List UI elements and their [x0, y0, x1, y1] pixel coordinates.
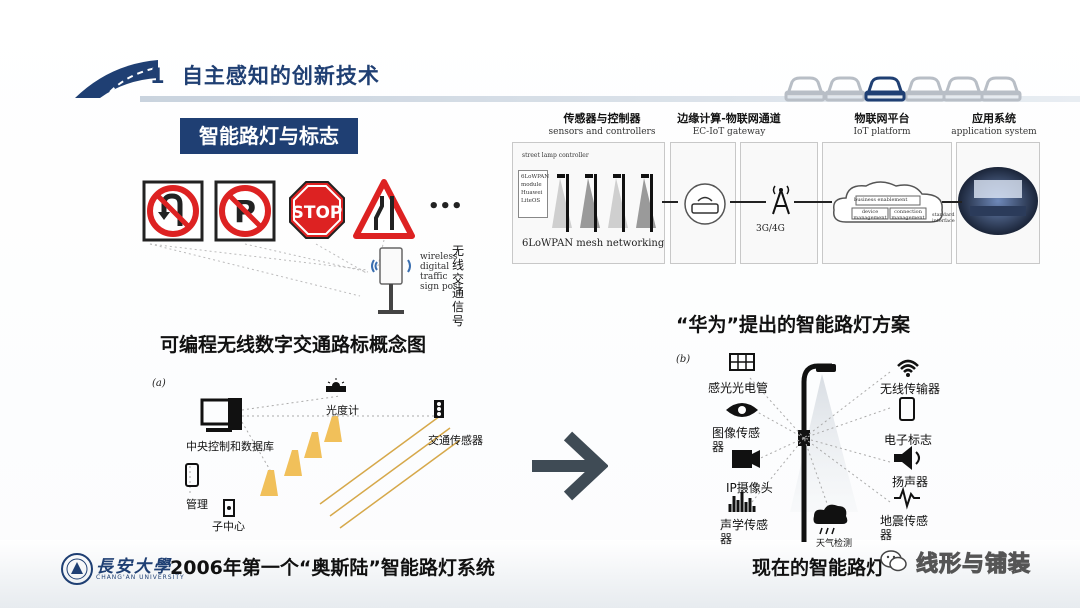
- cloud-connection-label: connection management: [891, 209, 925, 221]
- stop-sign-icon: STOP: [289, 181, 345, 239]
- watermark-text: 线形与铺装: [915, 552, 1032, 578]
- acoustic-sensor-label: 声学传感器: [720, 518, 769, 546]
- ip-camera-label: IP摄像头: [726, 481, 773, 495]
- cloud-device-label: device management: [853, 209, 887, 221]
- column-header-cn: 应用系统: [972, 112, 1016, 125]
- traffic-signs-illustration: P STOP •••: [142, 179, 463, 297]
- no-parking-sign-icon: P: [214, 180, 276, 242]
- weather-cloud-icon: [813, 504, 848, 535]
- photocell-label: 感光光电管: [708, 381, 769, 395]
- mobile-device-icon: [899, 397, 915, 421]
- module-line: module: [521, 182, 542, 188]
- sub-center-icon: [223, 499, 235, 517]
- management-label: 管理: [186, 498, 208, 511]
- section-number: 1: [150, 64, 166, 88]
- weather-detection-label: 天气检测: [816, 539, 853, 549]
- section-title: 1 自主感知的创新技术: [150, 60, 380, 90]
- mesh-networking-label: 6LoWPAN mesh networking: [522, 238, 665, 249]
- street-lamps-icon: [552, 174, 656, 232]
- module-line: 6LoWPAN: [521, 174, 550, 180]
- modern-caption: 现在的智能路灯: [752, 557, 886, 579]
- wifi-icon: [897, 359, 919, 377]
- university-seal-icon: [61, 553, 93, 585]
- panel-a-tag: (a): [152, 378, 166, 389]
- module-line: Huawei: [521, 190, 543, 196]
- electronic-sign-label: 电子标志: [884, 433, 933, 447]
- car-row-icon: [784, 76, 1022, 102]
- computer-icon: [200, 398, 242, 432]
- stop-sign-text: STOP: [292, 203, 343, 223]
- signpost-label-line: traffic: [420, 272, 448, 282]
- wireless-signpost-icon: [371, 247, 411, 314]
- column-header-en: IoT platform: [853, 127, 911, 137]
- standard-interface-label: standard interface: [932, 212, 955, 224]
- wireless-signal-vertical-label: 无线交通信号: [452, 244, 465, 328]
- cloud-platform-icon: [833, 181, 943, 223]
- panel-b-tag: (b): [676, 354, 691, 365]
- cloud-business-label: business enablement: [854, 197, 908, 203]
- no-uturn-sign-icon: [142, 180, 204, 242]
- ellipsis-text: •••: [428, 196, 463, 217]
- column-header-en: EC-IoT gateway: [692, 127, 766, 137]
- section-title-text: 自主感知的创新技术: [181, 64, 380, 88]
- sub-center-label: 子中心: [212, 520, 245, 533]
- seismic-sensor-label: 地震传感器: [880, 514, 929, 542]
- street-lamp-controller-label: street lamp controller: [522, 152, 589, 159]
- wireless-transmitter-label: 无线传输器: [880, 382, 941, 396]
- oslo-system-diagram: [185, 378, 461, 529]
- light-meter-label: 光度计: [326, 404, 359, 417]
- column-header-en: sensors and controllers: [548, 127, 656, 137]
- module-line: LiteOS: [521, 198, 541, 204]
- central-control-label: 中央控制和数据库: [186, 440, 274, 453]
- road-logo-icon: [75, 60, 158, 98]
- wechat-icon: [880, 550, 907, 572]
- cell-tower-icon: [772, 185, 790, 215]
- connector-lines: [662, 201, 962, 203]
- road-narrows-sign-icon: [353, 179, 415, 239]
- speaker-icon: [894, 446, 920, 470]
- signpost-label-line: digital: [420, 262, 450, 272]
- control-room-image: [958, 167, 1038, 235]
- light-meter-icon: [326, 378, 346, 392]
- modern-streetlight-diagram: [726, 353, 920, 542]
- sound-wave-icon: [728, 492, 756, 512]
- university-name-en: CHANG'AN UNIVERSITY: [96, 574, 185, 581]
- column-header-cn: 物联网平台: [854, 112, 910, 125]
- network-label: 3G/4G: [756, 224, 785, 234]
- arrow-right-icon: [532, 431, 608, 501]
- huawei-diagram: 传感器与控制器 sensors and controllers 边缘计算-物联网…: [512, 108, 1040, 266]
- university-name: 長安大學: [96, 557, 172, 577]
- signpost-label-line: wireless: [420, 252, 458, 262]
- header-rule: [140, 96, 1080, 102]
- column-header-en: application system: [951, 127, 1037, 137]
- bottom-band: [0, 540, 1080, 608]
- signpost-label: wireless digital traffic sign post: [420, 252, 461, 292]
- standard-interface-line: interface: [932, 218, 955, 224]
- smart-streetlight-badge: 智能路灯与标志: [180, 118, 358, 154]
- column-header-cn: 边缘计算-物联网通道: [677, 112, 781, 125]
- traffic-sensor-label: 交通传感器: [428, 434, 483, 447]
- solar-panel-icon: [729, 353, 755, 371]
- seismic-icon: [894, 486, 920, 510]
- oslo-caption: 2006年第一个“奥斯陆”智能路灯系统: [170, 557, 495, 579]
- column-header-cn: 传感器与控制器: [563, 112, 641, 125]
- eye-icon: [726, 403, 758, 417]
- traffic-sensor-icon: [434, 400, 444, 418]
- router-icon: [684, 183, 726, 225]
- lowpan-module: 6LoWPAN module Huawei LiteOS: [518, 170, 550, 218]
- sign-panel-caption: 可编程无线数字交通路标概念图: [160, 334, 427, 356]
- image-sensor-label: 图像传感器: [712, 426, 761, 454]
- phone-icon: [185, 463, 199, 487]
- loudspeaker-label: 扬声器: [892, 475, 929, 489]
- camera-icon: [732, 450, 760, 468]
- huawei-caption: “华为”提出的智能路灯方案: [676, 314, 910, 336]
- standard-interface-line: standard: [932, 212, 955, 218]
- signpost-label-line: sign post: [420, 282, 462, 292]
